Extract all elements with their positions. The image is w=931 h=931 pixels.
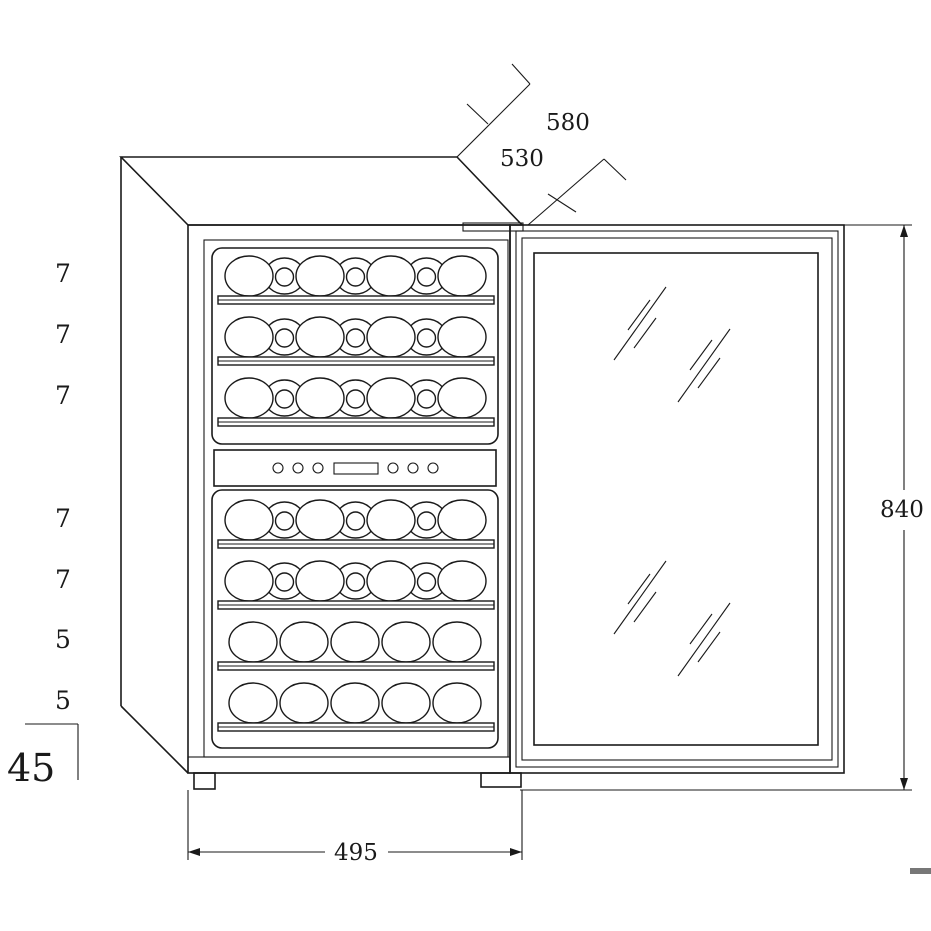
shelf <box>217 377 495 427</box>
bottle <box>224 560 274 602</box>
bottle-neck <box>274 389 295 409</box>
glass-reflection <box>613 286 731 677</box>
shelves <box>217 255 495 732</box>
bottle-neck <box>345 572 366 592</box>
bottle-neck <box>274 328 295 348</box>
control-up-icon <box>292 462 304 474</box>
bottle-neck <box>345 267 366 287</box>
bottle-neck <box>345 511 366 531</box>
bottle <box>437 377 487 419</box>
shelf <box>217 621 495 671</box>
bottle-neck <box>416 267 437 287</box>
lower-compartment <box>211 489 499 749</box>
shelf <box>217 560 495 610</box>
width-label: 495 <box>334 840 378 866</box>
shelf-count-label: 5 <box>55 686 71 715</box>
control-down-icon <box>312 462 324 474</box>
bottle <box>295 499 345 541</box>
bottle <box>366 255 416 297</box>
bottle <box>228 682 278 724</box>
bottle-neck <box>416 328 437 348</box>
bottle-neck <box>345 389 366 409</box>
shelf-count-label: 7 <box>55 565 71 594</box>
bottle <box>437 316 487 358</box>
bottle <box>437 499 487 541</box>
bottle <box>330 621 380 663</box>
shelf-count-label: 7 <box>55 504 71 533</box>
bottle <box>279 621 329 663</box>
bottle <box>224 377 274 419</box>
bottle <box>224 255 274 297</box>
bottle-neck <box>274 572 295 592</box>
shelf-count-label: 7 <box>55 381 71 410</box>
shelf-count-label: 7 <box>55 259 71 288</box>
bottle-neck <box>345 328 366 348</box>
bottle-neck <box>416 511 437 531</box>
dimension-arrows <box>188 225 908 856</box>
control-up-icon <box>387 462 399 474</box>
control-panel <box>213 449 497 487</box>
bottle <box>295 377 345 419</box>
bottle <box>330 682 380 724</box>
bottle <box>381 682 431 724</box>
bottle <box>279 682 329 724</box>
bottle-neck <box>274 511 295 531</box>
bottle <box>432 621 482 663</box>
bottle-neck <box>416 572 437 592</box>
shelf-counts: 7 7 7 7 7 5 5 <box>55 259 71 715</box>
bottle <box>224 316 274 358</box>
shelf-count-label: 5 <box>55 625 71 654</box>
total-bottles-label: 45 <box>7 746 55 790</box>
shelf <box>217 255 495 305</box>
dimension-lines <box>25 63 912 860</box>
bottle <box>366 560 416 602</box>
bottle <box>381 621 431 663</box>
upper-compartment <box>211 247 499 445</box>
control-down-icon <box>407 462 419 474</box>
bottle <box>432 682 482 724</box>
height-label: 840 <box>880 497 924 523</box>
bottle <box>295 255 345 297</box>
bottle-neck <box>416 389 437 409</box>
shelf-count-label: 7 <box>55 320 71 349</box>
shelf <box>217 316 495 366</box>
shelf <box>217 499 495 549</box>
bottle <box>366 377 416 419</box>
shelf <box>217 682 495 732</box>
bottle <box>366 499 416 541</box>
glass-door <box>509 224 845 774</box>
corner-mark <box>910 868 931 874</box>
bottle <box>224 499 274 541</box>
bottle <box>295 560 345 602</box>
bottle <box>366 316 416 358</box>
depth-total-label: 580 <box>546 110 590 136</box>
depth-cabinet-label: 530 <box>500 146 544 172</box>
control-button-icon <box>272 462 284 474</box>
bottle <box>228 621 278 663</box>
bottle-neck <box>274 267 295 287</box>
bottle <box>295 316 345 358</box>
control-power-icon <box>427 462 439 474</box>
bottle <box>437 560 487 602</box>
bottle <box>437 255 487 297</box>
